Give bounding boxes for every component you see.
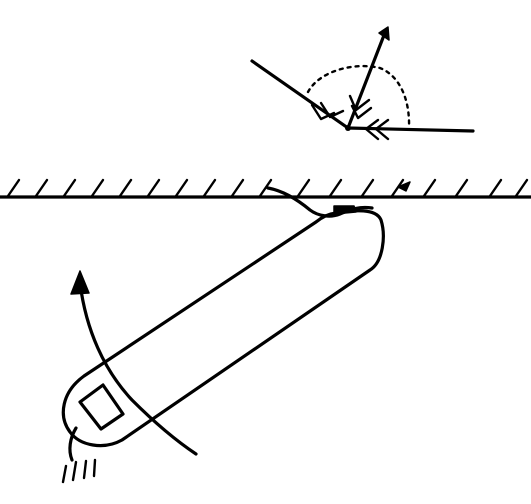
- rotation-arc: [78, 281, 198, 456]
- vector-horizontal: [346, 126, 475, 133]
- ceiling-hatch-mark: [174, 178, 189, 198]
- vector-top: [346, 28, 388, 130]
- ceiling-hatch-mark: [258, 178, 273, 198]
- ceiling-hatch-mark: [202, 178, 217, 198]
- vector-diagram: [250, 26, 475, 141]
- ceiling-hatch-mark: [360, 178, 375, 198]
- pendulum-bar: [61, 181, 411, 448]
- ceiling-hatch-mark: [454, 178, 469, 198]
- attachment-bolt: [333, 205, 357, 215]
- ceiling-hatch-mark: [118, 178, 133, 198]
- ceiling-hatch-mark: [230, 178, 245, 198]
- ceiling-hatch-mark: [62, 178, 77, 198]
- ceiling-surface: [0, 178, 531, 199]
- fixture-tick-1: [61, 464, 68, 484]
- bar-window: [78, 383, 125, 431]
- double-arrowhead-top: [348, 94, 373, 120]
- double-arrowhead-upper-left: [310, 101, 345, 121]
- ceiling-hatch-mark: [6, 178, 21, 198]
- ceiling-hatch-mark: [328, 178, 343, 198]
- fixture-tick-3: [82, 459, 88, 480]
- fixture-tick-4: [92, 458, 97, 478]
- fixture-hook: [68, 426, 78, 462]
- arrowhead-top-tip: [378, 26, 390, 41]
- ceiling-hatching: [6, 178, 529, 198]
- attachment-mark: [397, 181, 411, 192]
- rotation-arrow: [70, 270, 198, 456]
- ceiling-hatch-mark: [422, 178, 437, 198]
- vector-origin-dot: [345, 125, 351, 131]
- angle-arc: [306, 64, 411, 130]
- rotation-arrowhead: [70, 270, 90, 295]
- ceiling-hatch-mark: [90, 178, 105, 198]
- double-arrowhead-horizontal: [364, 118, 390, 141]
- ceiling-hatch-mark: [296, 178, 311, 198]
- ceiling-hatch-mark: [34, 178, 49, 198]
- ceiling-hatch-mark: [146, 178, 161, 198]
- ceiling-hatch-mark: [488, 178, 503, 198]
- ceiling-hatch-mark: [514, 178, 529, 198]
- ceiling-hatch-mark: [390, 178, 405, 198]
- drive-fixture: [61, 426, 97, 484]
- fixture-tick-2: [71, 460, 78, 482]
- bar-outline: [61, 209, 385, 448]
